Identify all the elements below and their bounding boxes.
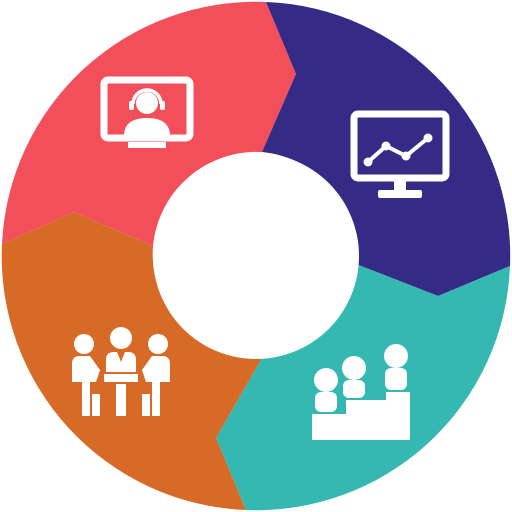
monitor-line-chart-icon	[350, 110, 450, 198]
video-support-agent-icon	[100, 76, 194, 148]
center-hole	[153, 153, 359, 359]
team-meeting-icon	[72, 327, 170, 416]
podium-people-icon	[312, 344, 410, 440]
